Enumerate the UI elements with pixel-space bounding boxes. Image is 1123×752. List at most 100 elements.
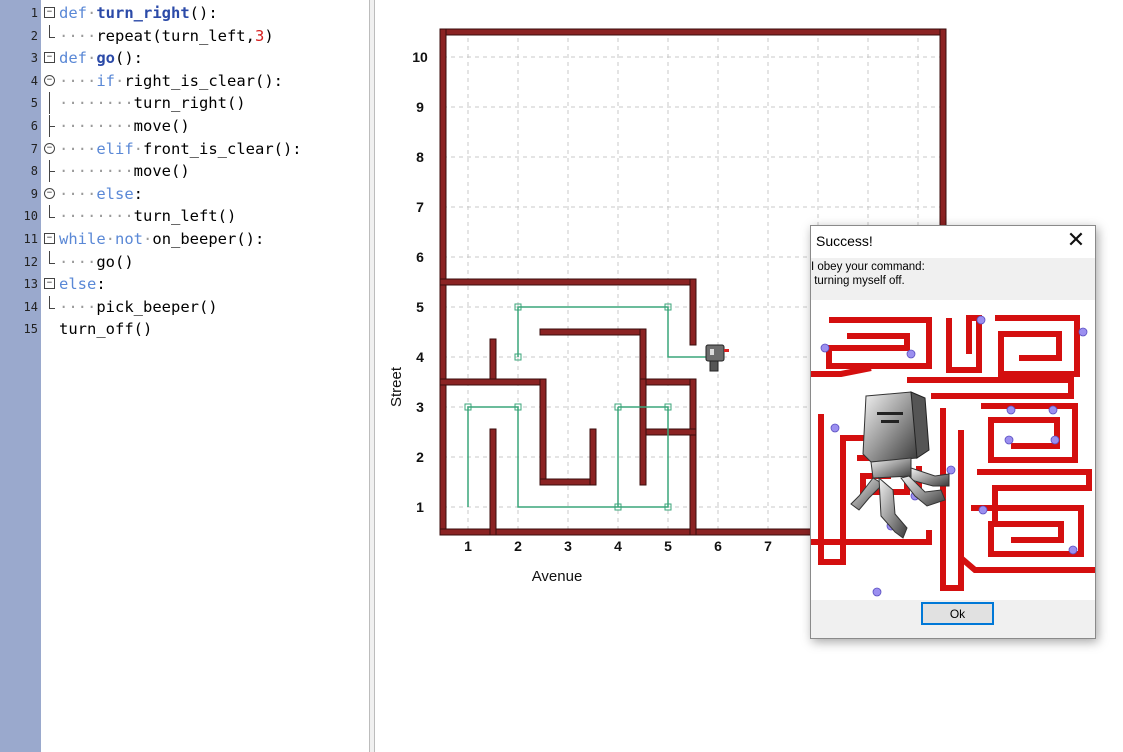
line-number: 2	[30, 28, 38, 43]
code-line[interactable]: 10········turn_left()	[0, 205, 369, 227]
pane-splitter[interactable]	[369, 0, 375, 752]
code-line[interactable]: 1−def·turn_right():	[0, 2, 369, 24]
code-text: ····else:	[59, 184, 143, 203]
line-number: 1	[30, 6, 38, 20]
line-number: 12	[23, 254, 38, 269]
code-line[interactable]: 6········move()	[0, 115, 369, 137]
trail-marker	[614, 503, 622, 511]
close-icon[interactable]: ✕	[1066, 228, 1086, 253]
code-text: def·turn_right():	[59, 4, 218, 22]
line-number: 6	[30, 119, 38, 133]
code-text: else:	[59, 275, 106, 294]
street-axis-title: Street	[388, 366, 405, 407]
line-number: 4	[30, 73, 38, 88]
fold-end-tick	[49, 36, 55, 38]
code-editor[interactable]: 1−def·turn_right():2····repeat(turn_left…	[0, 0, 370, 752]
fold-toggle-icon[interactable]: −	[44, 52, 55, 64]
avenue-tick-label: 1	[464, 538, 472, 554]
code-text: ····repeat(turn_left,3)	[59, 26, 274, 45]
code-line[interactable]: 3−def·go():	[0, 47, 369, 69]
street-tick-label: 3	[416, 399, 424, 415]
code-line[interactable]: 13−else:	[0, 273, 369, 295]
fold-margin	[41, 0, 57, 752]
fold-end-marker	[49, 295, 50, 308]
fold-toggle-icon[interactable]: −	[44, 278, 55, 290]
wall-segment	[489, 428, 497, 536]
wall-segment	[639, 328, 647, 386]
avenue-tick-label: 4	[614, 538, 622, 554]
robot-trail	[467, 406, 669, 508]
code-text: while·not·on_beeper():	[59, 230, 265, 248]
code-text: ····elif·front_is_clear():	[59, 139, 302, 158]
dialog-title: Success!	[816, 233, 873, 249]
trail-marker	[464, 403, 472, 411]
robot-maze-icon	[811, 300, 1095, 600]
trail-marker	[664, 503, 672, 511]
street-tick-label: 4	[416, 349, 424, 365]
fold-end-tick	[49, 307, 55, 309]
avenue-tick-label: 2	[514, 538, 522, 554]
line-number: 14	[23, 299, 38, 314]
line-number: 5	[30, 96, 38, 111]
wall-segment	[439, 378, 547, 386]
fold-toggle-icon[interactable]: −	[44, 187, 55, 199]
wall-segment	[489, 338, 497, 386]
fold-end-tick	[49, 262, 55, 264]
code-line[interactable]: 2 ····repeat(turn_left,3)	[0, 24, 369, 47]
fold-toggle-icon[interactable]: −	[44, 7, 55, 18]
code-line[interactable]: 8 ········move()	[0, 160, 369, 183]
trail-marker	[514, 303, 522, 311]
code-text: ····if·right_is_clear():	[59, 71, 283, 90]
fold-toggle-icon[interactable]: −	[44, 233, 55, 244]
trail-marker	[614, 403, 622, 411]
avenue-tick-label: 3	[564, 538, 572, 554]
street-tick-label: 1	[416, 499, 424, 515]
code-line[interactable]: 14····pick_beeper()	[0, 295, 369, 318]
fold-toggle-icon[interactable]: −	[44, 142, 55, 154]
robot-trail	[517, 306, 718, 358]
wall-segment	[439, 278, 697, 286]
code-text: ········move()	[59, 162, 190, 181]
wall-segment	[639, 378, 697, 386]
street-tick-label: 5	[416, 299, 424, 315]
street-tick-label: 6	[416, 249, 424, 265]
line-number: 3	[30, 51, 38, 66]
fold-end-marker	[49, 205, 50, 218]
dialog-message-line2: turning myself off.	[811, 275, 905, 287]
dialog-titlebar[interactable]: Success! ✕	[811, 226, 1095, 258]
trail-marker	[664, 403, 672, 411]
street-tick-label: 8	[416, 149, 424, 165]
code-line[interactable]: 11−while·not·on_beeper():	[0, 228, 369, 250]
wall-segment	[439, 28, 947, 36]
trail-marker	[514, 353, 522, 361]
code-line[interactable]: 7−····elif·front_is_clear():	[0, 138, 369, 160]
dialog-message-line1: I obey your command:	[811, 261, 925, 273]
code-text: ········turn_left()	[59, 207, 237, 226]
fold-toggle-icon[interactable]: −	[44, 74, 55, 86]
code-line[interactable]: 4−····if·right_is_clear():	[0, 70, 369, 92]
trail-marker	[514, 403, 522, 411]
dialog-message: I obey your command: turning myself off.	[811, 260, 925, 288]
fold-tee-tick	[49, 171, 55, 173]
fold-end-marker	[49, 24, 50, 37]
line-number: 8	[30, 164, 38, 179]
code-text: def·go():	[59, 49, 144, 68]
line-number: 11	[23, 232, 38, 246]
avenue-tick-label: 5	[664, 538, 672, 554]
wall-segment	[689, 278, 697, 346]
line-number: 15	[23, 322, 38, 337]
fold-tee-tick	[49, 126, 55, 127]
code-line[interactable]: 5········turn_right()	[0, 92, 369, 115]
avenue-axis-title: Avenue	[532, 568, 583, 585]
wall-segment	[589, 428, 597, 486]
avenue-tick-label: 7	[764, 538, 772, 554]
wall-segment	[639, 378, 647, 486]
ok-button[interactable]: Ok	[921, 602, 994, 625]
code-line[interactable]: 12····go()	[0, 250, 369, 273]
code-line[interactable]: 9−····else:	[0, 183, 369, 205]
wall-segment	[539, 328, 647, 336]
street-tick-label: 7	[416, 199, 424, 215]
success-dialog: Success! ✕ I obey your command: turning …	[810, 225, 1096, 639]
fold-line	[49, 92, 50, 115]
